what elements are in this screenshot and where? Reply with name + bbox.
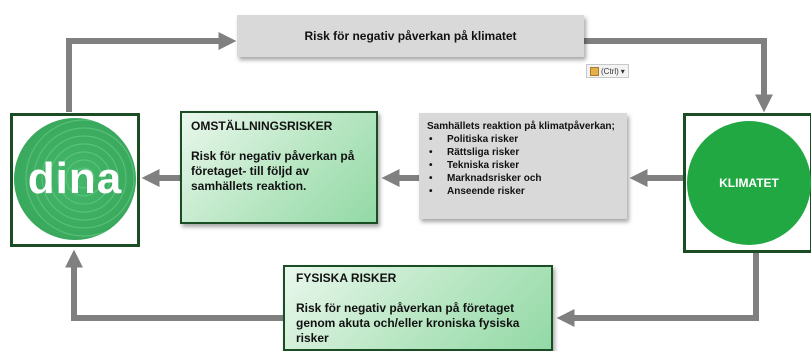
dina-logo-text: dina (27, 154, 123, 203)
list-item: Politiska risker (427, 133, 619, 146)
climate-impact-risk-text: Risk för negativ påverkan på klimatet (304, 29, 517, 43)
society-reaction-box: Samhällets reaktion på klimatpåverkan; P… (419, 113, 627, 219)
list-item: Rättsliga risker (427, 146, 619, 159)
society-reaction-intro: Samhällets reaktion på klimatpåverkan; (427, 121, 615, 132)
clipboard-icon (590, 66, 599, 76)
arrow-dina-to-top (66, 32, 237, 112)
klimatet-circle: KLIMATET (687, 121, 811, 245)
list-item: Tekniska risker (427, 159, 619, 172)
transition-risks-body: Risk för negativ påverkan på företaget- … (191, 149, 355, 193)
society-reaction-list: Politiska risker Rättsliga risker Teknis… (427, 133, 619, 198)
klimatet-label: KLIMATET (719, 176, 779, 190)
climate-impact-risk-box: Risk för negativ påverkan på klimatet (237, 15, 584, 57)
dina-logo: dina (14, 118, 136, 240)
arrow-klimatet-to-fysiska (556, 253, 759, 327)
arrow-fysiska-to-dina (65, 249, 283, 321)
paste-options-label: (Ctrl) (601, 66, 619, 76)
fingerprint-pattern-icon (25, 119, 136, 237)
paste-options-button[interactable]: (Ctrl) ▾ (586, 64, 629, 78)
physical-risks-box: FYSISKA RISKER Risk för negativ påverkan… (283, 265, 553, 351)
chevron-down-icon: ▾ (620, 66, 625, 76)
physical-risks-title: FYSISKA RISKER (296, 271, 397, 285)
list-item: Anseende risker (427, 185, 619, 198)
physical-risks-body: Risk för negativ påverkan på företaget g… (296, 301, 520, 345)
transition-risks-box: OMSTÄLLNINGSRISKER Risk för negativ påve… (180, 111, 378, 224)
list-item: Marknadsrisker och (427, 172, 619, 185)
transition-risks-title: OMSTÄLLNINGSRISKER (191, 119, 333, 133)
arrow-top-to-klimatet (584, 38, 773, 113)
